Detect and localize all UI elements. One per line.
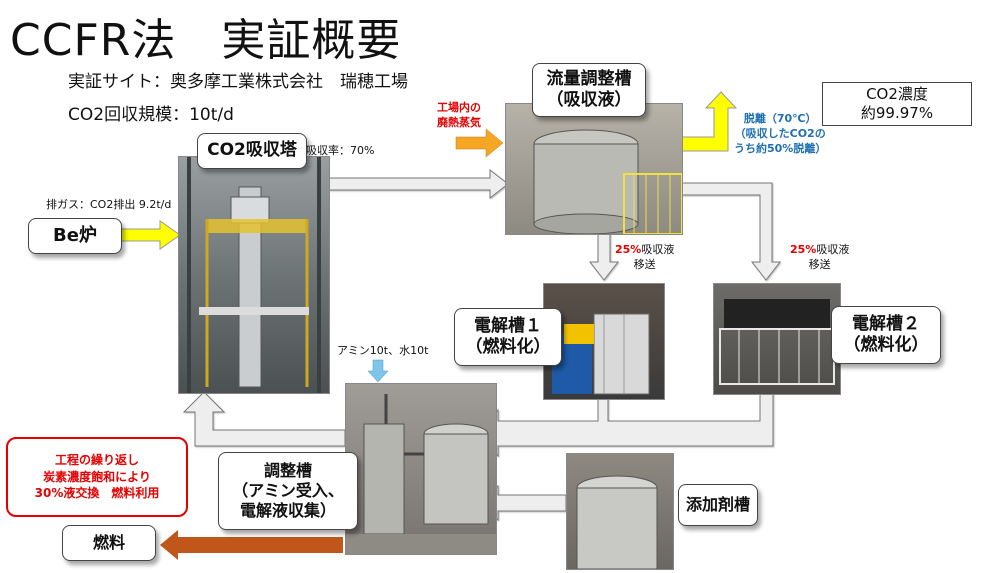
- transfer2-pct: 25%: [790, 243, 817, 256]
- flow-tank-photo: [505, 103, 683, 235]
- site-text: 実証サイト：奥多摩工業株式会社 瑞穂工場: [68, 72, 408, 92]
- electro2-image: [719, 299, 835, 385]
- adjust-tank-image: [346, 394, 496, 554]
- arrow-be-to-absorber: [119, 220, 181, 250]
- arrow-co2-out: [681, 91, 738, 152]
- additive-tank-box: 添加剤槽: [678, 484, 758, 526]
- electro1-image: [552, 313, 650, 395]
- additive-photo: [566, 453, 674, 570]
- transfer2-text: 吸収液 移送: [808, 243, 850, 271]
- page-title: CCFR法 実証概要: [10, 15, 402, 66]
- scale-text: CO2回収規模：10t/d: [68, 105, 234, 125]
- arrow-flowtank-to-electro1: [588, 232, 620, 281]
- exhaust-label: 排ガス：CO2排出 9.2t/d: [46, 198, 172, 211]
- additive-tank-image: [576, 475, 658, 569]
- fuel-box: 燃料: [62, 525, 156, 561]
- electrolysis2-box: 電解槽２ （燃料化）: [831, 306, 941, 364]
- arrow-adjust-to-absorber: [182, 391, 346, 447]
- arrow-fuel: [160, 530, 343, 560]
- desorb-label: 脱離（70℃） （吸収したCO2の うち約50%脱離）: [734, 112, 827, 155]
- waste-heat-label: 工場内の 廃熱蒸気: [437, 101, 481, 129]
- flow-tank-image: [533, 129, 682, 234]
- arrow-amine: [367, 359, 389, 383]
- arrow-electro-to-adjust: [475, 389, 774, 458]
- transfer2-label: 25%吸収液 移送: [790, 243, 849, 273]
- amine-label: アミン10t、水10t: [337, 344, 429, 357]
- process-note-box: 工程の繰り返し 炭素濃度飽和により 30%液交換 燃料利用: [6, 437, 188, 517]
- transfer1-label: 25%吸収液 移送: [615, 243, 674, 273]
- absorber-box: CO2吸収塔: [197, 133, 307, 169]
- electrolysis1-box: 電解槽１ （燃料化）: [454, 308, 562, 366]
- adjust-tank-box: 調整槽 （アミン受入、 電解液収集）: [218, 452, 358, 530]
- be-furnace-box: Be炉: [28, 218, 122, 254]
- absorb-rate-label: 吸収率：70%: [306, 144, 375, 157]
- transfer1-pct: 25%: [615, 243, 642, 256]
- co2-concentration-box: CO2濃度 約99.97%: [822, 82, 972, 126]
- absorber-tower-image: [187, 157, 321, 393]
- flow-tank-box: 流量調整槽 （吸収液）: [532, 63, 646, 117]
- arrow-flowtank-to-electro2: [681, 182, 782, 281]
- adjust-tank-photo: [345, 383, 497, 555]
- arrow-absorber-to-flowtank: [324, 168, 509, 200]
- electro2-photo: [713, 283, 841, 395]
- absorber-photo: [178, 156, 330, 394]
- arrow-waste-heat: [455, 128, 504, 158]
- transfer1-text: 吸収液 移送: [633, 243, 675, 271]
